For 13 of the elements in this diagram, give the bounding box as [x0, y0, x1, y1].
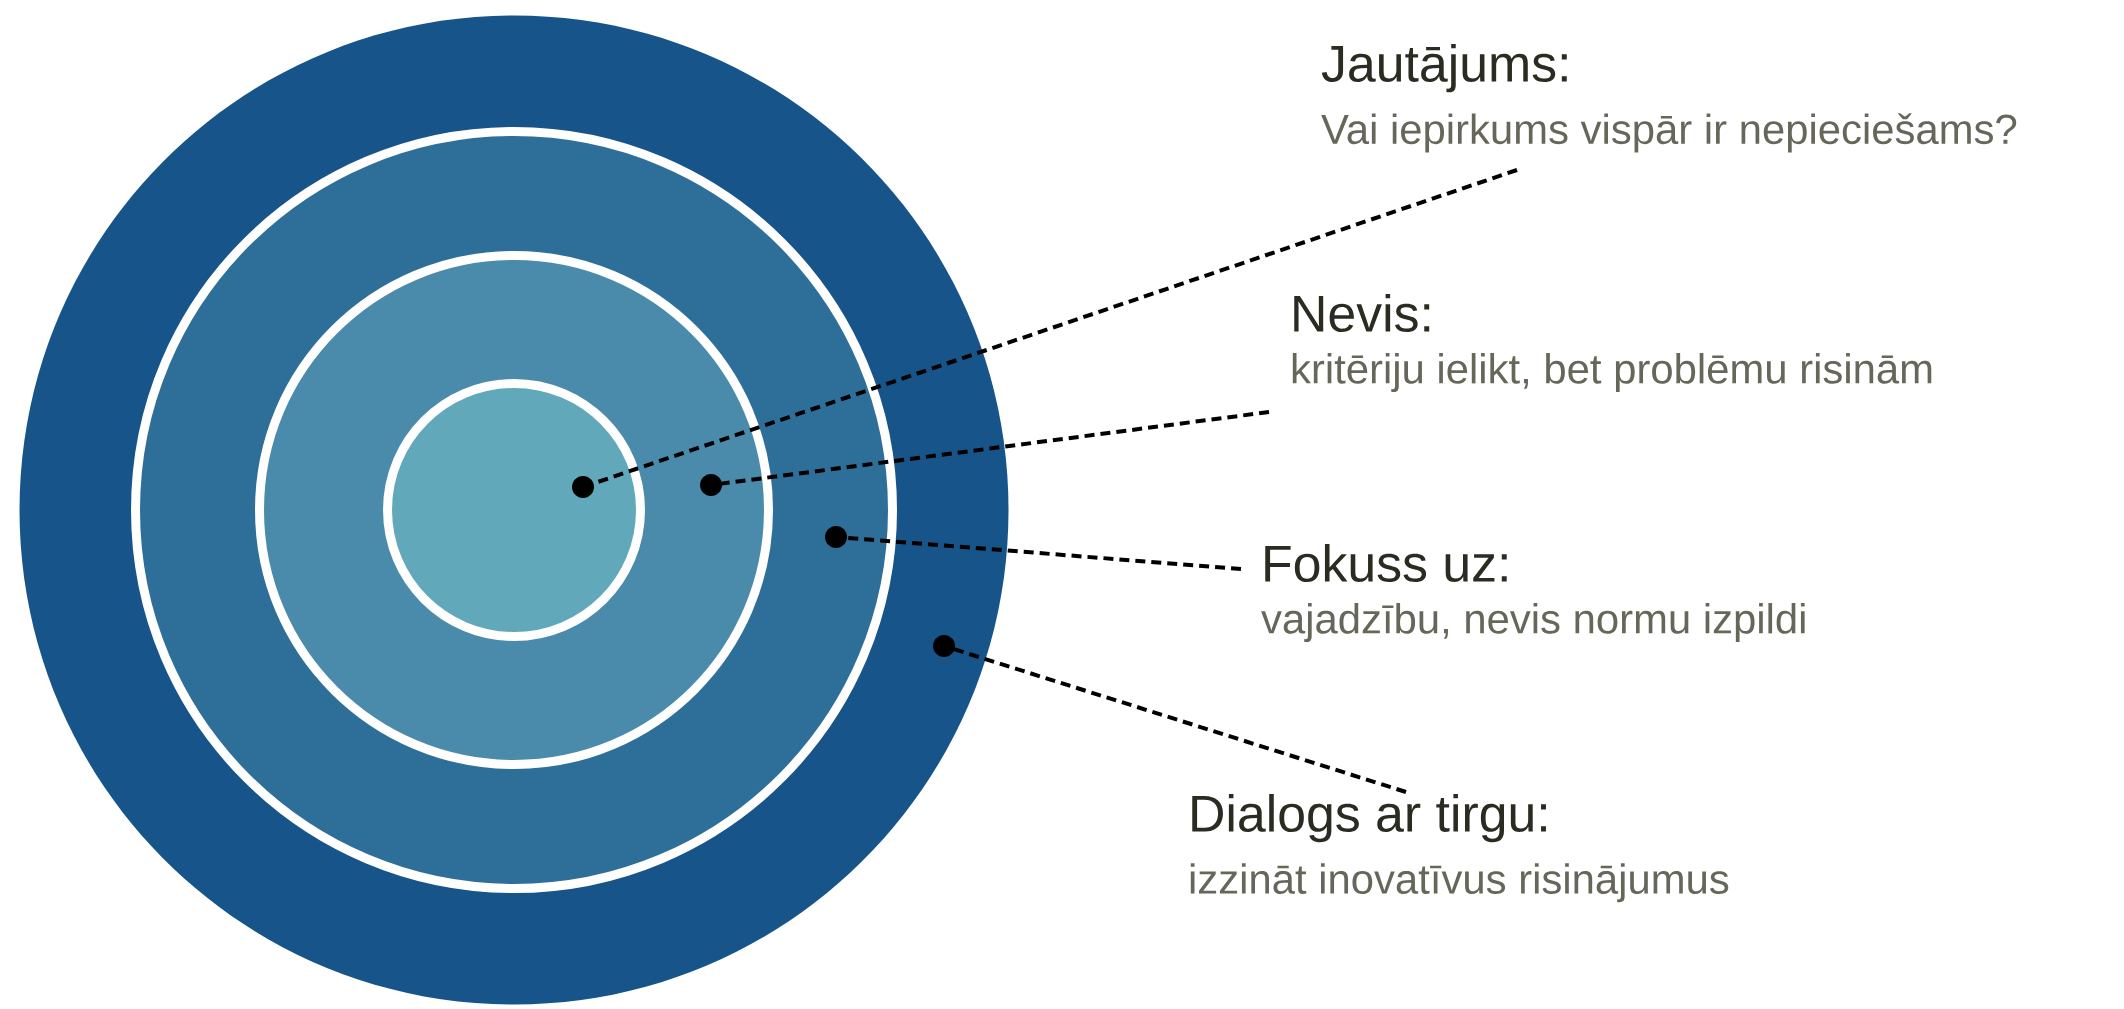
- leader-line: [825, 526, 1242, 571]
- heading: Fokuss uz:: [1265, 544, 1507, 583]
- leader-line: [700, 410, 1270, 496]
- heading: Jautājums:: [1321, 44, 1567, 93]
- heading: Dialogs ar tirgu:: [1192, 794, 1546, 843]
- description: vajadzību, nevis normu izpildi: [1261, 603, 1805, 643]
- description: Vai iepirkums vispār ir nepieciešams?: [1321, 113, 2017, 153]
- description: izzināt inovatīvus risinājumus: [1190, 863, 1729, 903]
- description: kritēriju ielikt, bet problēmu risinām: [1292, 353, 1932, 393]
- ring: [383, 379, 645, 641]
- leader-line: [933, 635, 1407, 794]
- heading: Nevis:: [1294, 294, 1430, 333]
- leader-line: [572, 168, 1518, 498]
